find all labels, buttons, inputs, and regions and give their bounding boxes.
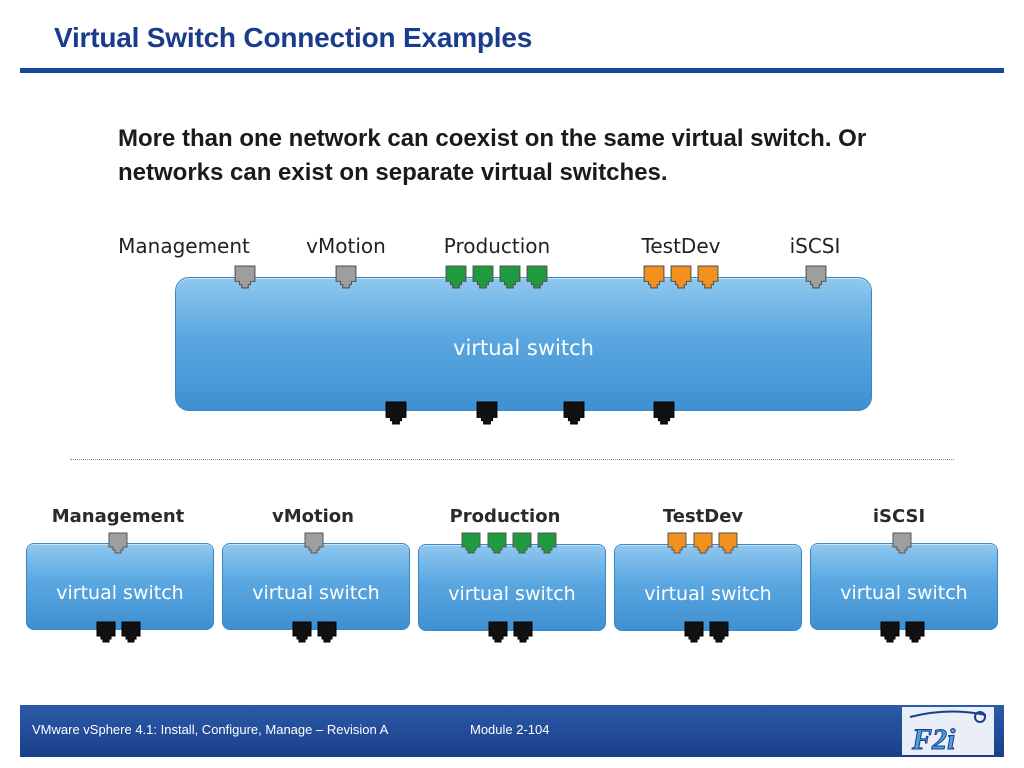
network-port-icon — [670, 265, 692, 289]
network-port-icon — [487, 532, 507, 554]
title-divider — [20, 68, 1004, 73]
f2i-logo-text: F2i — [911, 723, 956, 755]
network-port-icon — [718, 532, 738, 554]
network-port-icon — [537, 532, 557, 554]
virtual-switch-label: virtual switch — [448, 583, 576, 605]
uplink-port-icon — [317, 621, 337, 643]
bottom-network-label-production: Production — [449, 506, 561, 527]
uplink-port-icon — [653, 401, 675, 425]
uplink-port-icon — [709, 621, 729, 643]
network-port-icon — [472, 265, 494, 289]
bottom-network-label-vmotion: vMotion — [272, 506, 354, 527]
shared-virtual-switch: virtual switch — [175, 277, 872, 411]
f2i-logo: F2i — [902, 707, 994, 757]
uplink-port-icon — [292, 621, 312, 643]
virtual-switch-iscsi: virtual switch — [810, 543, 998, 630]
network-port-icon — [693, 532, 713, 554]
slide-title: Virtual Switch Connection Examples — [54, 22, 533, 53]
virtual-switch-label: virtual switch — [644, 583, 772, 605]
uplink-port-icon — [905, 621, 925, 643]
virtual-switch-vmotion: virtual switch — [222, 543, 410, 630]
uplink-port-icon — [476, 401, 498, 425]
bottom-network-label-testdev: TestDev — [662, 506, 744, 527]
top-network-label-testdev: TestDev — [641, 234, 721, 258]
shared-virtual-switch-label: virtual switch — [453, 336, 594, 360]
bottom-network-label-iscsi: iSCSI — [872, 506, 926, 527]
uplink-port-icon — [684, 621, 704, 643]
network-port-icon — [526, 265, 548, 289]
network-port-icon — [234, 265, 256, 289]
top-network-label-production: Production — [443, 234, 551, 258]
virtual-switch-management: virtual switch — [26, 543, 214, 630]
virtual-switch-testdev: virtual switch — [614, 544, 802, 631]
footer-bar: VMware vSphere 4.1: Install, Configure, … — [20, 705, 1004, 757]
network-port-icon — [304, 532, 324, 554]
network-port-icon — [499, 265, 521, 289]
virtual-switch-production: virtual switch — [418, 544, 606, 631]
uplink-port-icon — [488, 621, 508, 643]
intro-text: More than one network can coexist on the… — [118, 125, 867, 186]
network-port-icon — [512, 532, 532, 554]
top-network-label-management: Management — [118, 234, 250, 258]
uplink-port-icon — [880, 621, 900, 643]
uplink-port-icon — [513, 621, 533, 643]
network-port-icon — [697, 265, 719, 289]
f2i-logo-icon: F2i — [902, 707, 994, 757]
virtual-switch-label: virtual switch — [840, 582, 968, 604]
network-port-icon — [108, 532, 128, 554]
network-port-icon — [667, 532, 687, 554]
network-port-icon — [335, 265, 357, 289]
virtual-switch-label: virtual switch — [56, 582, 184, 604]
network-port-icon — [892, 532, 912, 554]
top-network-label-vmotion: vMotion — [306, 234, 386, 258]
network-port-icon — [445, 265, 467, 289]
network-port-icon — [805, 265, 827, 289]
network-port-icon — [643, 265, 665, 289]
uplink-port-icon — [96, 621, 116, 643]
diagram-separator — [70, 459, 954, 460]
network-port-icon — [461, 532, 481, 554]
uplink-port-icon — [563, 401, 585, 425]
footer-module-number: Module 2-104 — [470, 722, 550, 737]
top-network-label-iscsi: iSCSI — [789, 234, 841, 258]
uplink-port-icon — [385, 401, 407, 425]
footer-course-title: VMware vSphere 4.1: Install, Configure, … — [32, 722, 389, 737]
virtual-switch-label: virtual switch — [252, 582, 380, 604]
uplink-port-icon — [121, 621, 141, 643]
bottom-network-label-management: Management — [51, 506, 185, 527]
